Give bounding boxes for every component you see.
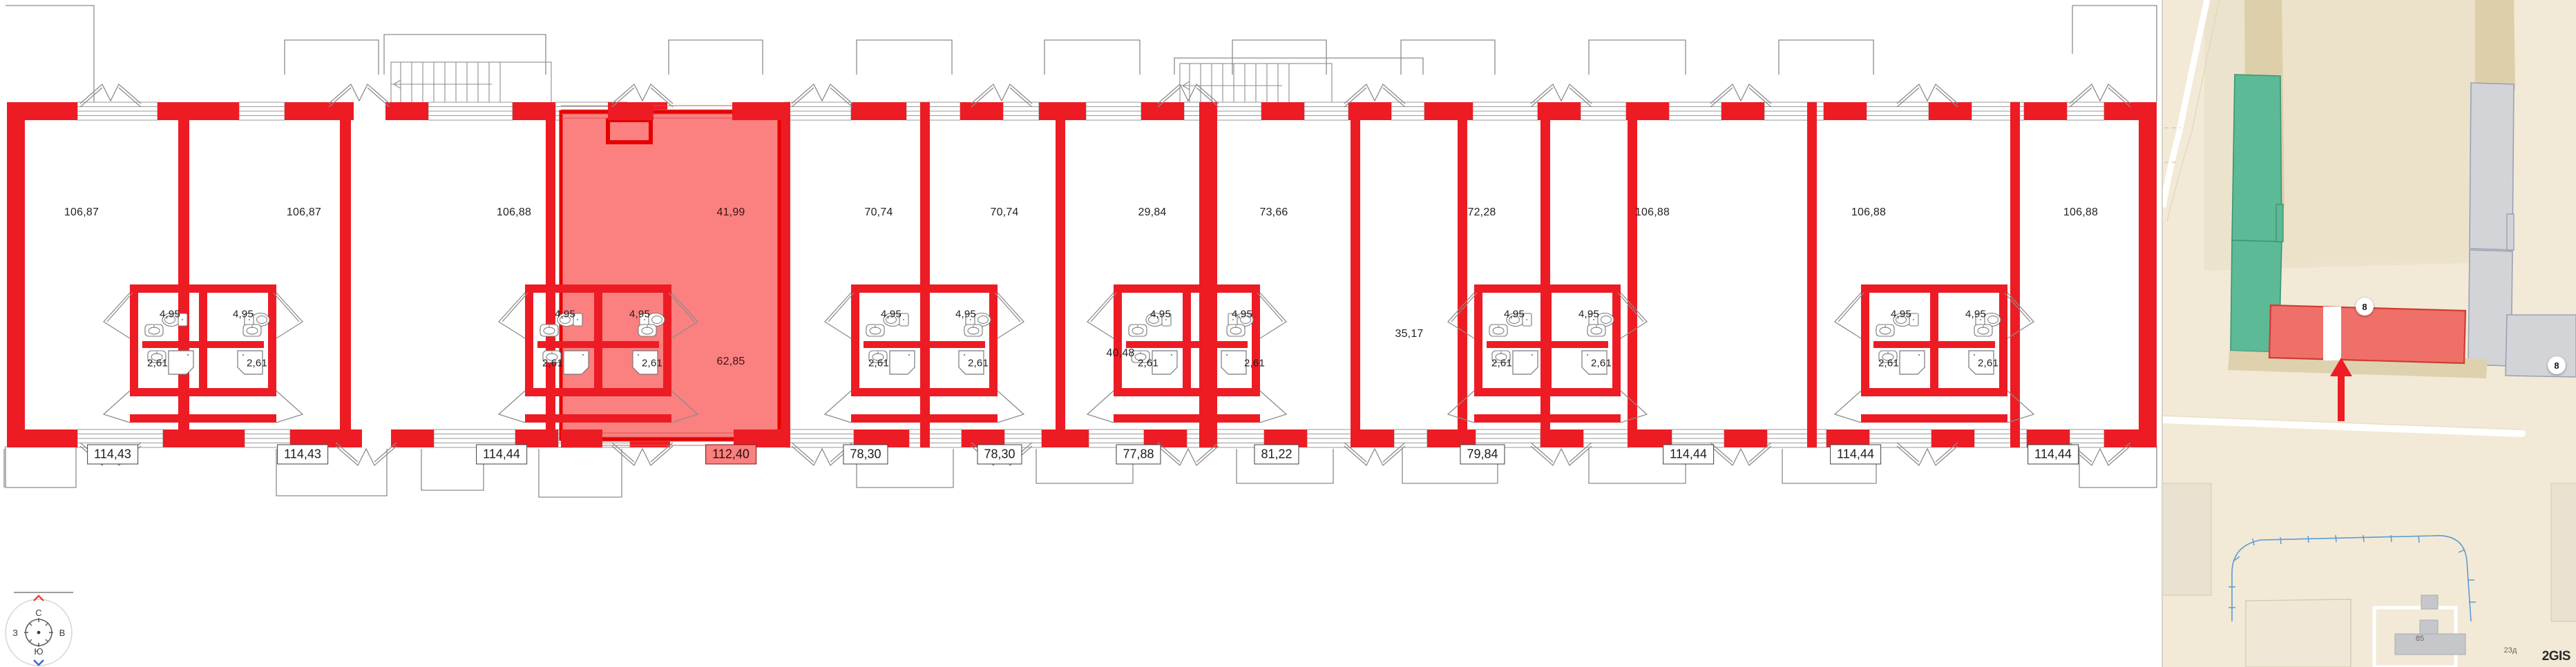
map-marker-8[interactable]: 8 bbox=[2356, 298, 2374, 316]
bathroom-area-label: 4,95 bbox=[1150, 308, 1171, 320]
unit-area-box[interactable]: 78,30 bbox=[977, 444, 1022, 465]
bathroom-pod bbox=[823, 284, 1025, 423]
bathroom-area-label: 4,95 bbox=[233, 308, 254, 320]
bathroom-area-label: 4,95 bbox=[881, 308, 901, 320]
map-graphic bbox=[2163, 0, 2576, 667]
room-area-label: 70,74 bbox=[990, 206, 1019, 218]
room-area-label: 35,17 bbox=[1395, 328, 1424, 340]
bathroom-area-label: 4,95 bbox=[629, 308, 650, 320]
bathroom-area-label: 4,95 bbox=[955, 308, 976, 320]
room-area-label: 41,99 bbox=[716, 206, 745, 218]
map-marker-8[interactable]: 8 bbox=[2548, 356, 2566, 374]
bathroom-area-label: 2,61 bbox=[1138, 357, 1158, 369]
unit-area-box[interactable]: 114,44 bbox=[1663, 444, 1714, 465]
bathroom-pod bbox=[1086, 284, 1288, 423]
room-area-label: 72,28 bbox=[1467, 206, 1496, 218]
unit-area-box[interactable]: 78,30 bbox=[843, 444, 888, 465]
map-building-label: 85 bbox=[2415, 635, 2425, 643]
bathroom-area-label: 2,61 bbox=[1244, 357, 1265, 369]
room-area-label: 40,48 bbox=[1106, 347, 1135, 359]
map-attribution: 2GIS bbox=[2541, 649, 2571, 664]
room-area-label: 106,88 bbox=[496, 206, 532, 218]
bathroom-area-label: 2,61 bbox=[247, 357, 267, 369]
bathroom-pod bbox=[1447, 284, 1648, 423]
bathroom-area-label: 4,95 bbox=[1504, 308, 1525, 320]
bathroom-area-label: 4,95 bbox=[1965, 308, 1986, 320]
bathroom-area-label: 2,61 bbox=[1978, 357, 1998, 369]
bathroom-area-label: 2,61 bbox=[542, 357, 563, 369]
room-area-label: 106,87 bbox=[286, 206, 322, 218]
bathroom-area-label: 2,61 bbox=[1878, 357, 1899, 369]
compass-east: В bbox=[59, 628, 66, 638]
bathroom-area-label: 2,61 bbox=[642, 357, 662, 369]
bathroom-area-label: 2,61 bbox=[868, 357, 889, 369]
bathroom-area-label: 2,61 bbox=[1491, 357, 1512, 369]
compass-rose: С В Ю З bbox=[5, 592, 73, 666]
bathroom-area-label: 4,95 bbox=[1578, 308, 1599, 320]
bathroom-area-label: 2,61 bbox=[968, 357, 989, 369]
unit-area-box[interactable]: 114,44 bbox=[1830, 444, 1881, 465]
bathroom-pod bbox=[1833, 284, 2035, 423]
unit-area-box[interactable]: 114,43 bbox=[277, 444, 328, 465]
bathroom-pod bbox=[497, 284, 699, 423]
room-area-label: 106,88 bbox=[2063, 206, 2099, 218]
bathroom-area-label: 2,61 bbox=[1591, 357, 1612, 369]
bathroom-area-label: 2,61 bbox=[147, 357, 168, 369]
room-area-label: 29,84 bbox=[1138, 206, 1167, 218]
bathroom-area-label: 4,95 bbox=[160, 308, 180, 320]
panel-divider bbox=[2162, 0, 2163, 667]
room-area-label: 62,85 bbox=[716, 356, 745, 367]
selected-unit-area-box[interactable]: 112,40 bbox=[705, 444, 756, 465]
bathroom-area-label: 4,95 bbox=[1891, 308, 1911, 320]
unit-area-box[interactable]: 114,44 bbox=[2028, 444, 2079, 465]
unit-area-box[interactable]: 114,43 bbox=[87, 444, 138, 465]
bathroom-pod bbox=[102, 284, 304, 423]
compass-south: Ю bbox=[34, 646, 43, 657]
unit-area-box[interactable]: 77,88 bbox=[1116, 444, 1161, 465]
bathroom-area-label: 4,95 bbox=[555, 308, 575, 320]
unit-area-box[interactable]: 81,22 bbox=[1254, 444, 1299, 465]
room-area-label: 73,66 bbox=[1259, 206, 1288, 218]
room-area-label: 70,74 bbox=[864, 206, 893, 218]
compass-north: С bbox=[35, 608, 41, 618]
floor-plan-drawing bbox=[3, 5, 2157, 498]
room-area-label: 106,88 bbox=[1634, 206, 1670, 218]
floor-plan-panel[interactable]: 106,87 106,87 106,88 41,99 70,74 70,74 29,84 73… bbox=[0, 0, 2163, 667]
room-area-label: 106,87 bbox=[64, 206, 99, 218]
bathroom-area-label: 4,95 bbox=[1232, 308, 1252, 320]
compass-west: З bbox=[12, 628, 18, 638]
unit-area-box[interactable]: 114,44 bbox=[476, 444, 527, 465]
room-area-label: 106,88 bbox=[1851, 206, 1887, 218]
unit-area-box[interactable]: 79,84 bbox=[1460, 444, 1505, 465]
map-building-label: 23д bbox=[2503, 646, 2517, 655]
